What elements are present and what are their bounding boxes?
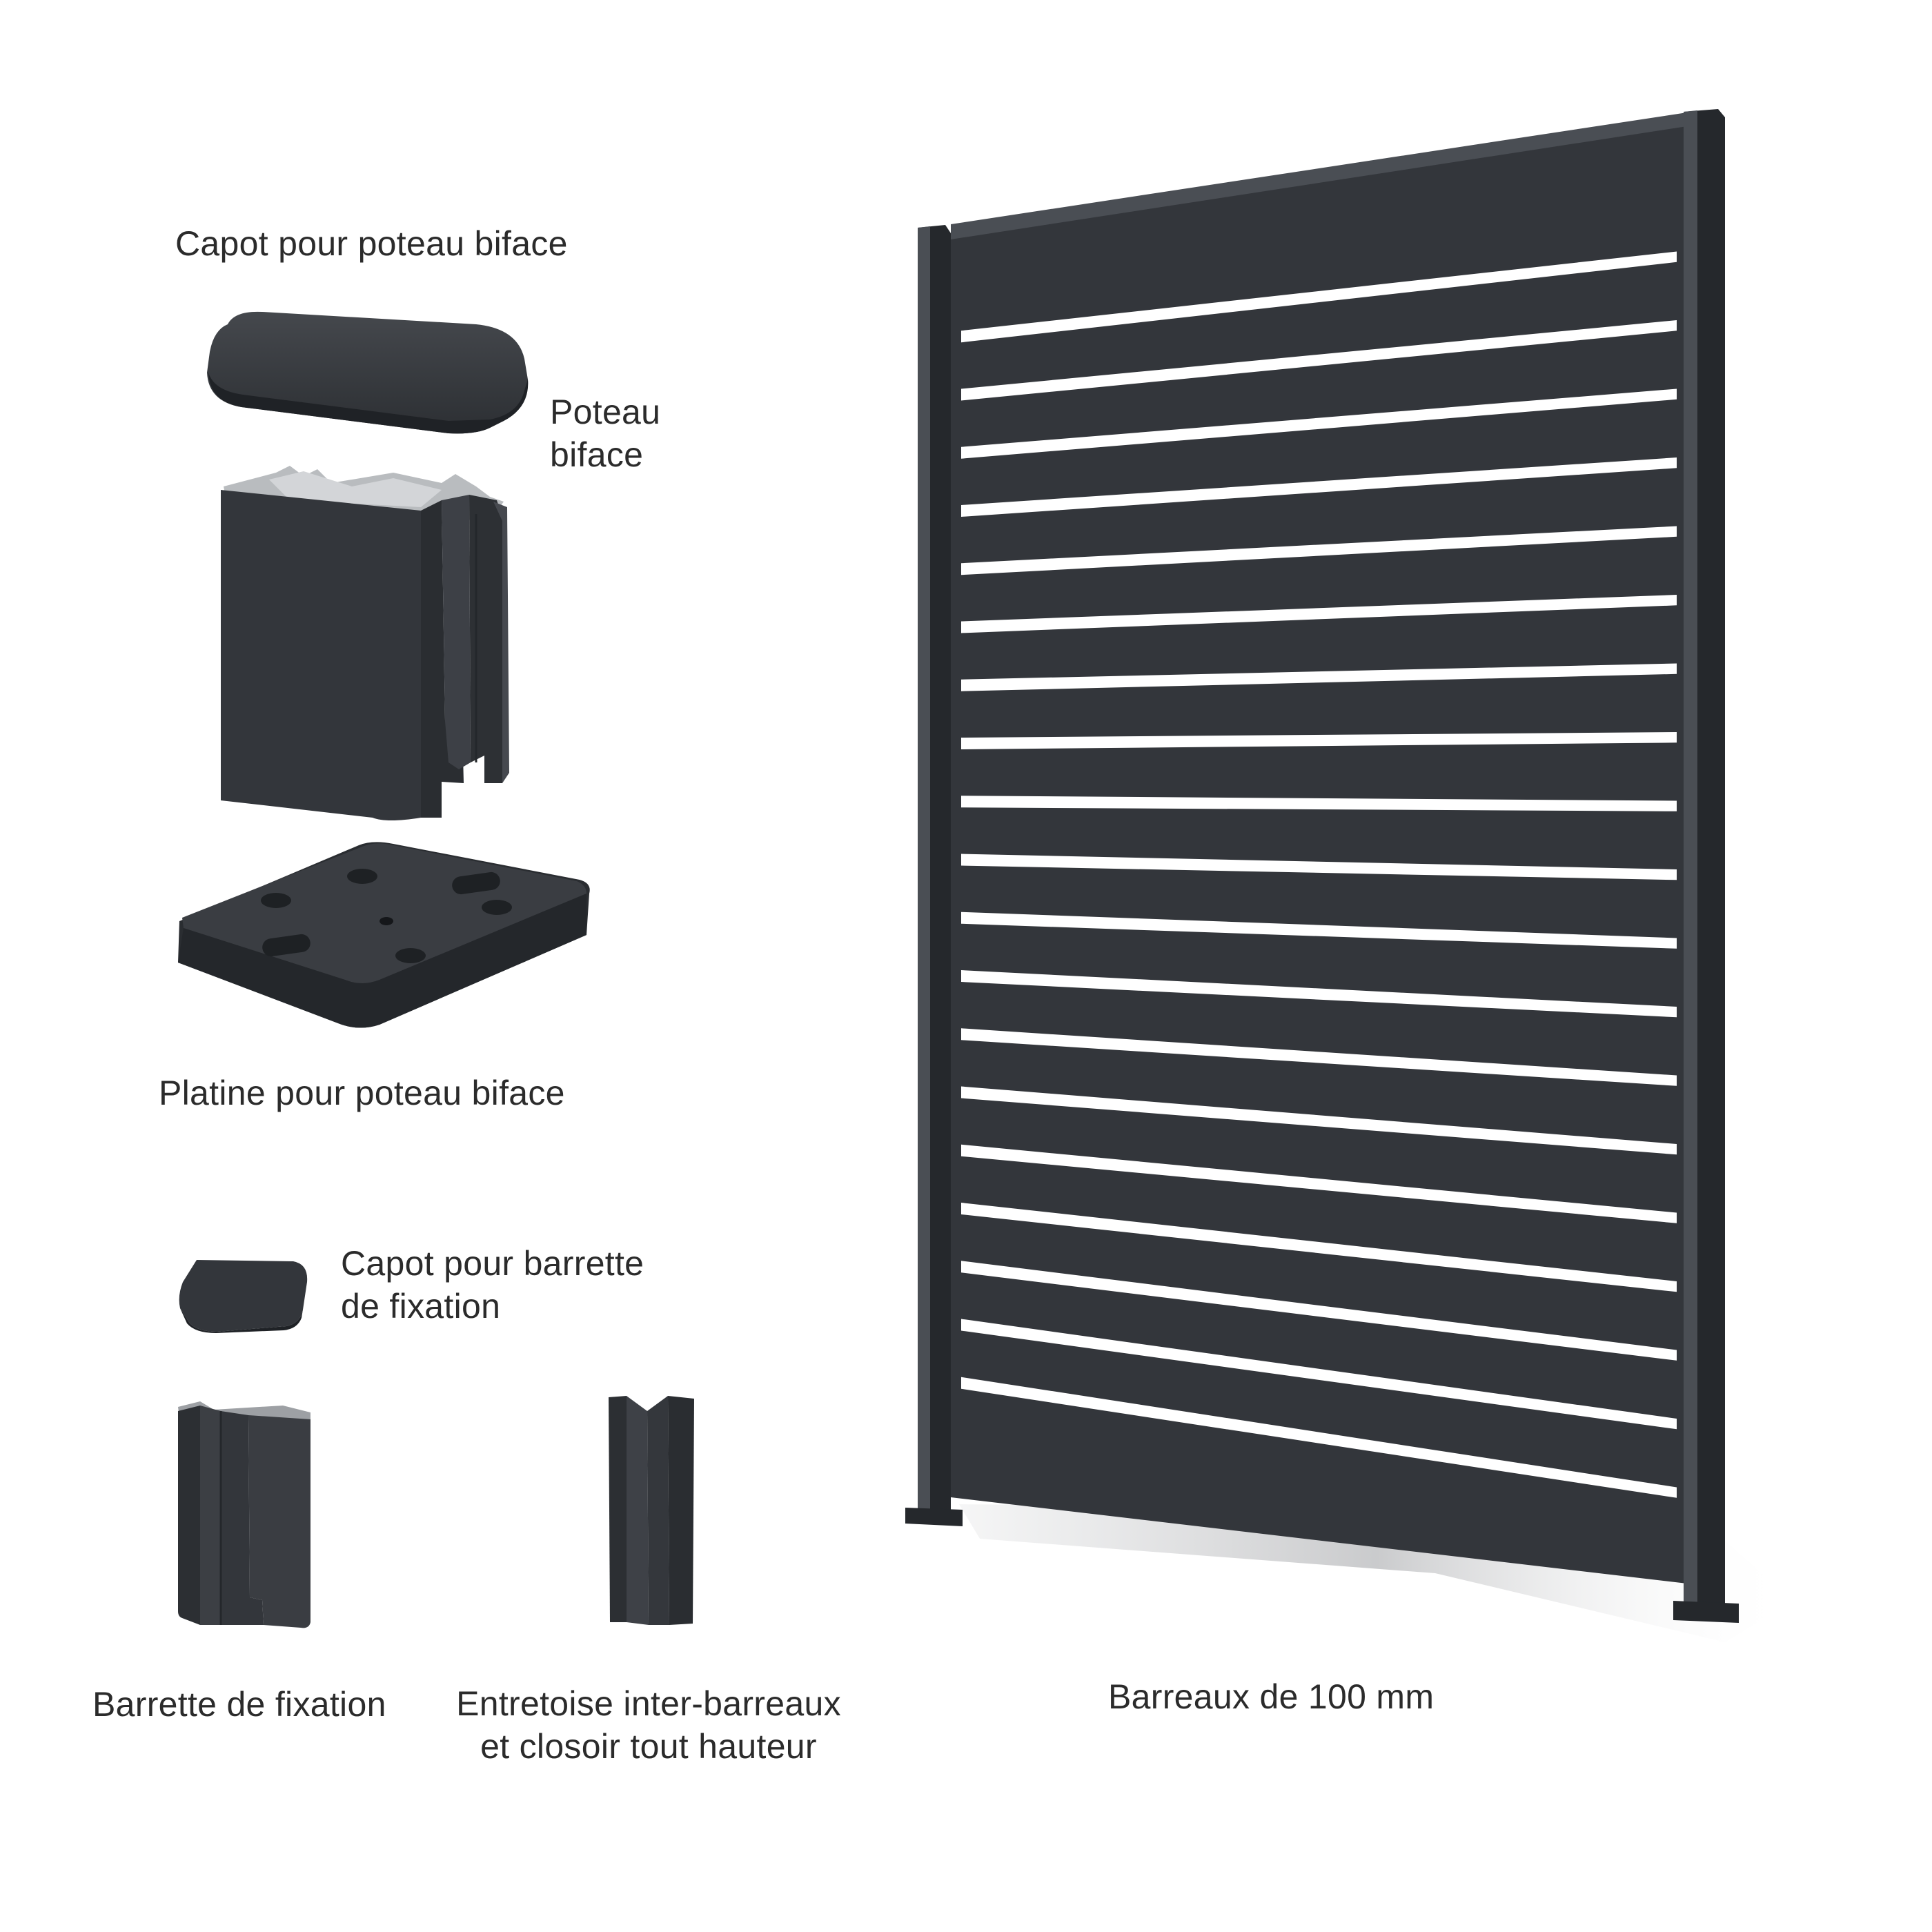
slat-gap — [961, 854, 1677, 880]
slatted-fence-panel-icon — [905, 109, 1794, 1642]
slat-gap — [961, 457, 1677, 517]
panel-infill — [951, 121, 1687, 1584]
base-plate-icon — [178, 842, 590, 1028]
fixing-strip-icon — [178, 1401, 310, 1628]
slat-gap — [961, 1144, 1677, 1223]
label-platine: Platine pour poteau biface — [159, 1074, 565, 1112]
right-post-foot — [1673, 1601, 1739, 1623]
spacer-icon — [609, 1396, 694, 1625]
slat-gap — [961, 526, 1677, 575]
slat-gap — [961, 796, 1677, 811]
post-cap-icon — [207, 311, 529, 434]
label-barreaux: Barreaux de 100 mm — [1108, 1677, 1435, 1716]
slat-gap — [961, 1203, 1677, 1292]
left-post-foot — [905, 1508, 963, 1526]
left-post-edge — [918, 226, 930, 1517]
slat-gap — [961, 732, 1677, 749]
slat-gap — [961, 595, 1677, 633]
label-capot-barrette: Capot pour barrette de fixation — [341, 1244, 644, 1325]
slat-gap — [961, 663, 1677, 691]
label-poteau: Poteau biface — [550, 393, 661, 474]
slat-gap — [961, 251, 1677, 343]
slat-gap — [961, 388, 1677, 459]
slat-gap — [961, 320, 1677, 401]
slat-gap — [961, 970, 1677, 1018]
bifacial-post-icon — [221, 466, 509, 820]
label-entretoise: Entretoise inter-barreaux et closoir tou… — [456, 1684, 841, 1766]
slat-gap — [961, 1086, 1677, 1155]
fence-panel — [905, 109, 1739, 1623]
slat-gap — [961, 1319, 1677, 1430]
top-rail — [951, 112, 1687, 239]
right-post-edge — [1684, 110, 1697, 1613]
label-capot-poteau: Capot pour poteau biface — [175, 224, 568, 263]
slat-gap — [961, 1261, 1677, 1361]
clip-cap-icon — [179, 1260, 308, 1333]
label-barrette: Barrette de fixation — [92, 1685, 386, 1724]
slat-gap — [961, 1028, 1677, 1086]
slat-gap — [961, 1377, 1677, 1498]
slat-gap — [961, 911, 1677, 949]
